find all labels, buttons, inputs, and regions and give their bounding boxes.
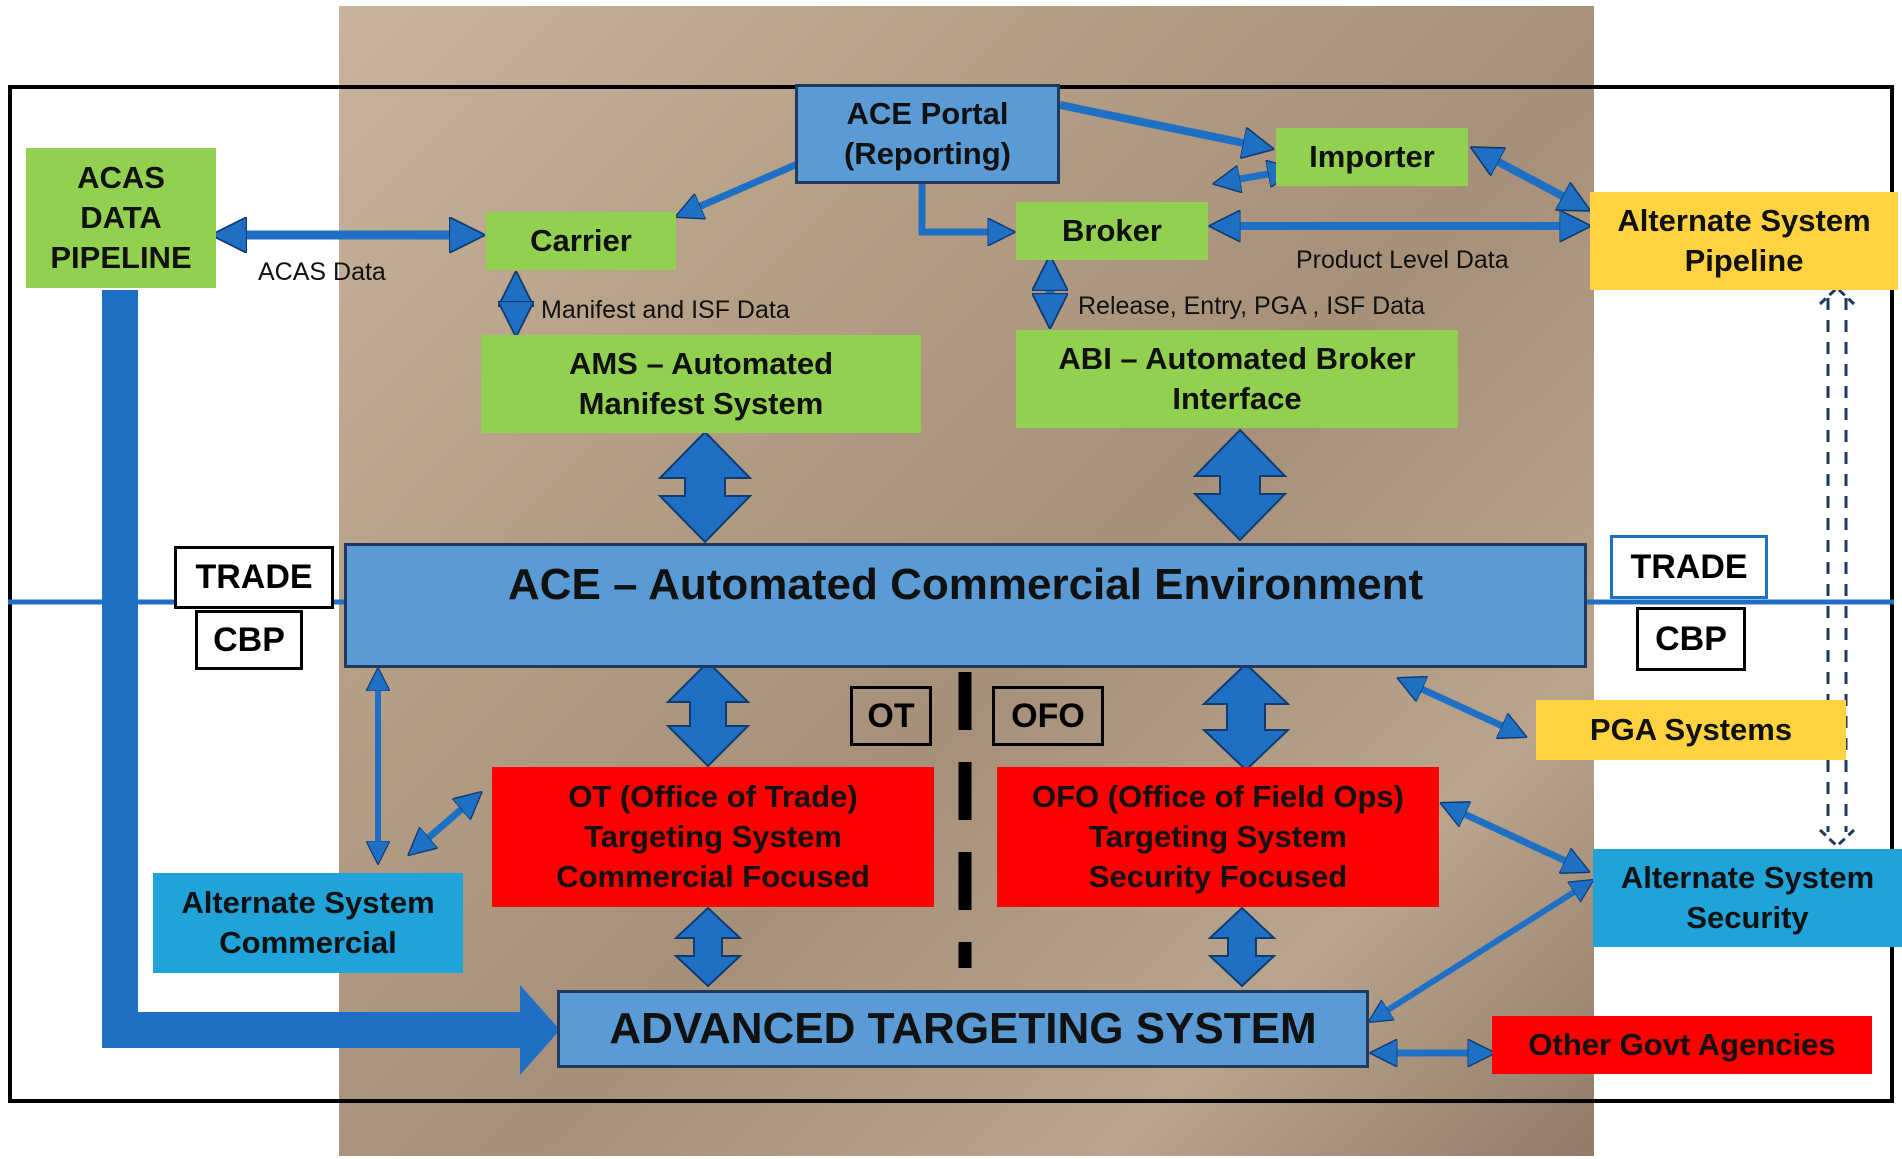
alternate-system-security-box: Alternate System Security [1593,849,1902,947]
ats-altsecurity-arrow [1372,882,1590,1020]
pga-systems-box: PGA Systems [1536,700,1846,760]
ace-box: ACE – Automated Commercial Environment [344,543,1587,668]
alternate-system-pipeline-box: Alternate System Pipeline [1590,192,1898,290]
acas-data-label: ACAS Data [258,258,386,286]
ace-ofo-block-arrow [1201,662,1291,772]
pipeline-dashed-head-top [1818,285,1856,306]
trade-tag-right: TRADE [1610,535,1768,599]
ace-portal-box: ACE Portal (Reporting) [795,84,1060,184]
ams-box: AMS – Automated Manifest System [481,335,921,433]
abi-box: ABI – Automated Broker Interface [1016,330,1458,428]
manifest-isf-label: Manifest and ISF Data [541,296,790,324]
ot-altcommercial-arrow [412,795,478,852]
ofo-ats-block-arrow [1207,906,1277,988]
pipeline-dashed-head-bottom [1818,828,1856,849]
ofo-tag: OFO [992,686,1104,746]
trade-tag-left: TRADE [174,546,334,609]
ofo-targeting-system-box: OFO (Office of Field Ops) Targeting Syst… [997,767,1439,907]
ofo-altsecurity-arrow [1445,805,1585,870]
ot-tag: OT [850,686,932,746]
cbp-tag-right: CBP [1636,607,1746,671]
cbp-tag-left: CBP [195,610,303,670]
carrier-box: Carrier [486,212,676,270]
acas-to-ats-pipe [102,290,520,1048]
advanced-targeting-system-box: ADVANCED TARGETING SYSTEM [557,990,1369,1068]
importer-box: Importer [1276,128,1468,186]
ace-ot-block-arrow [665,660,751,768]
acas-data-pipeline-box: ACAS DATA PIPELINE [26,148,216,288]
alternate-system-commercial-box: Alternate System Commercial [153,873,463,973]
other-govt-agencies-box: Other Govt Agencies [1492,1016,1872,1074]
portal-importer-arrow [1059,101,1268,148]
portal-carrier-arrow [680,158,804,215]
product-level-data-label: Product Level Data [1296,246,1509,274]
ot-ats-block-arrow [673,906,743,988]
ot-targeting-system-box: OT (Office of Trade) Targeting System Co… [492,767,934,907]
importer-pipeline-arrow [1476,150,1585,208]
portal-broker-arrow [918,182,1010,232]
ace-pga-arrow [1402,680,1522,735]
ams-ace-block-arrow [657,430,753,544]
release-entry-label: Release, Entry, PGA , ISF Data [1078,292,1425,320]
broker-box: Broker [1016,202,1208,260]
abi-ace-block-arrow [1192,428,1288,542]
acas-to-ats-arrowhead [520,985,560,1075]
